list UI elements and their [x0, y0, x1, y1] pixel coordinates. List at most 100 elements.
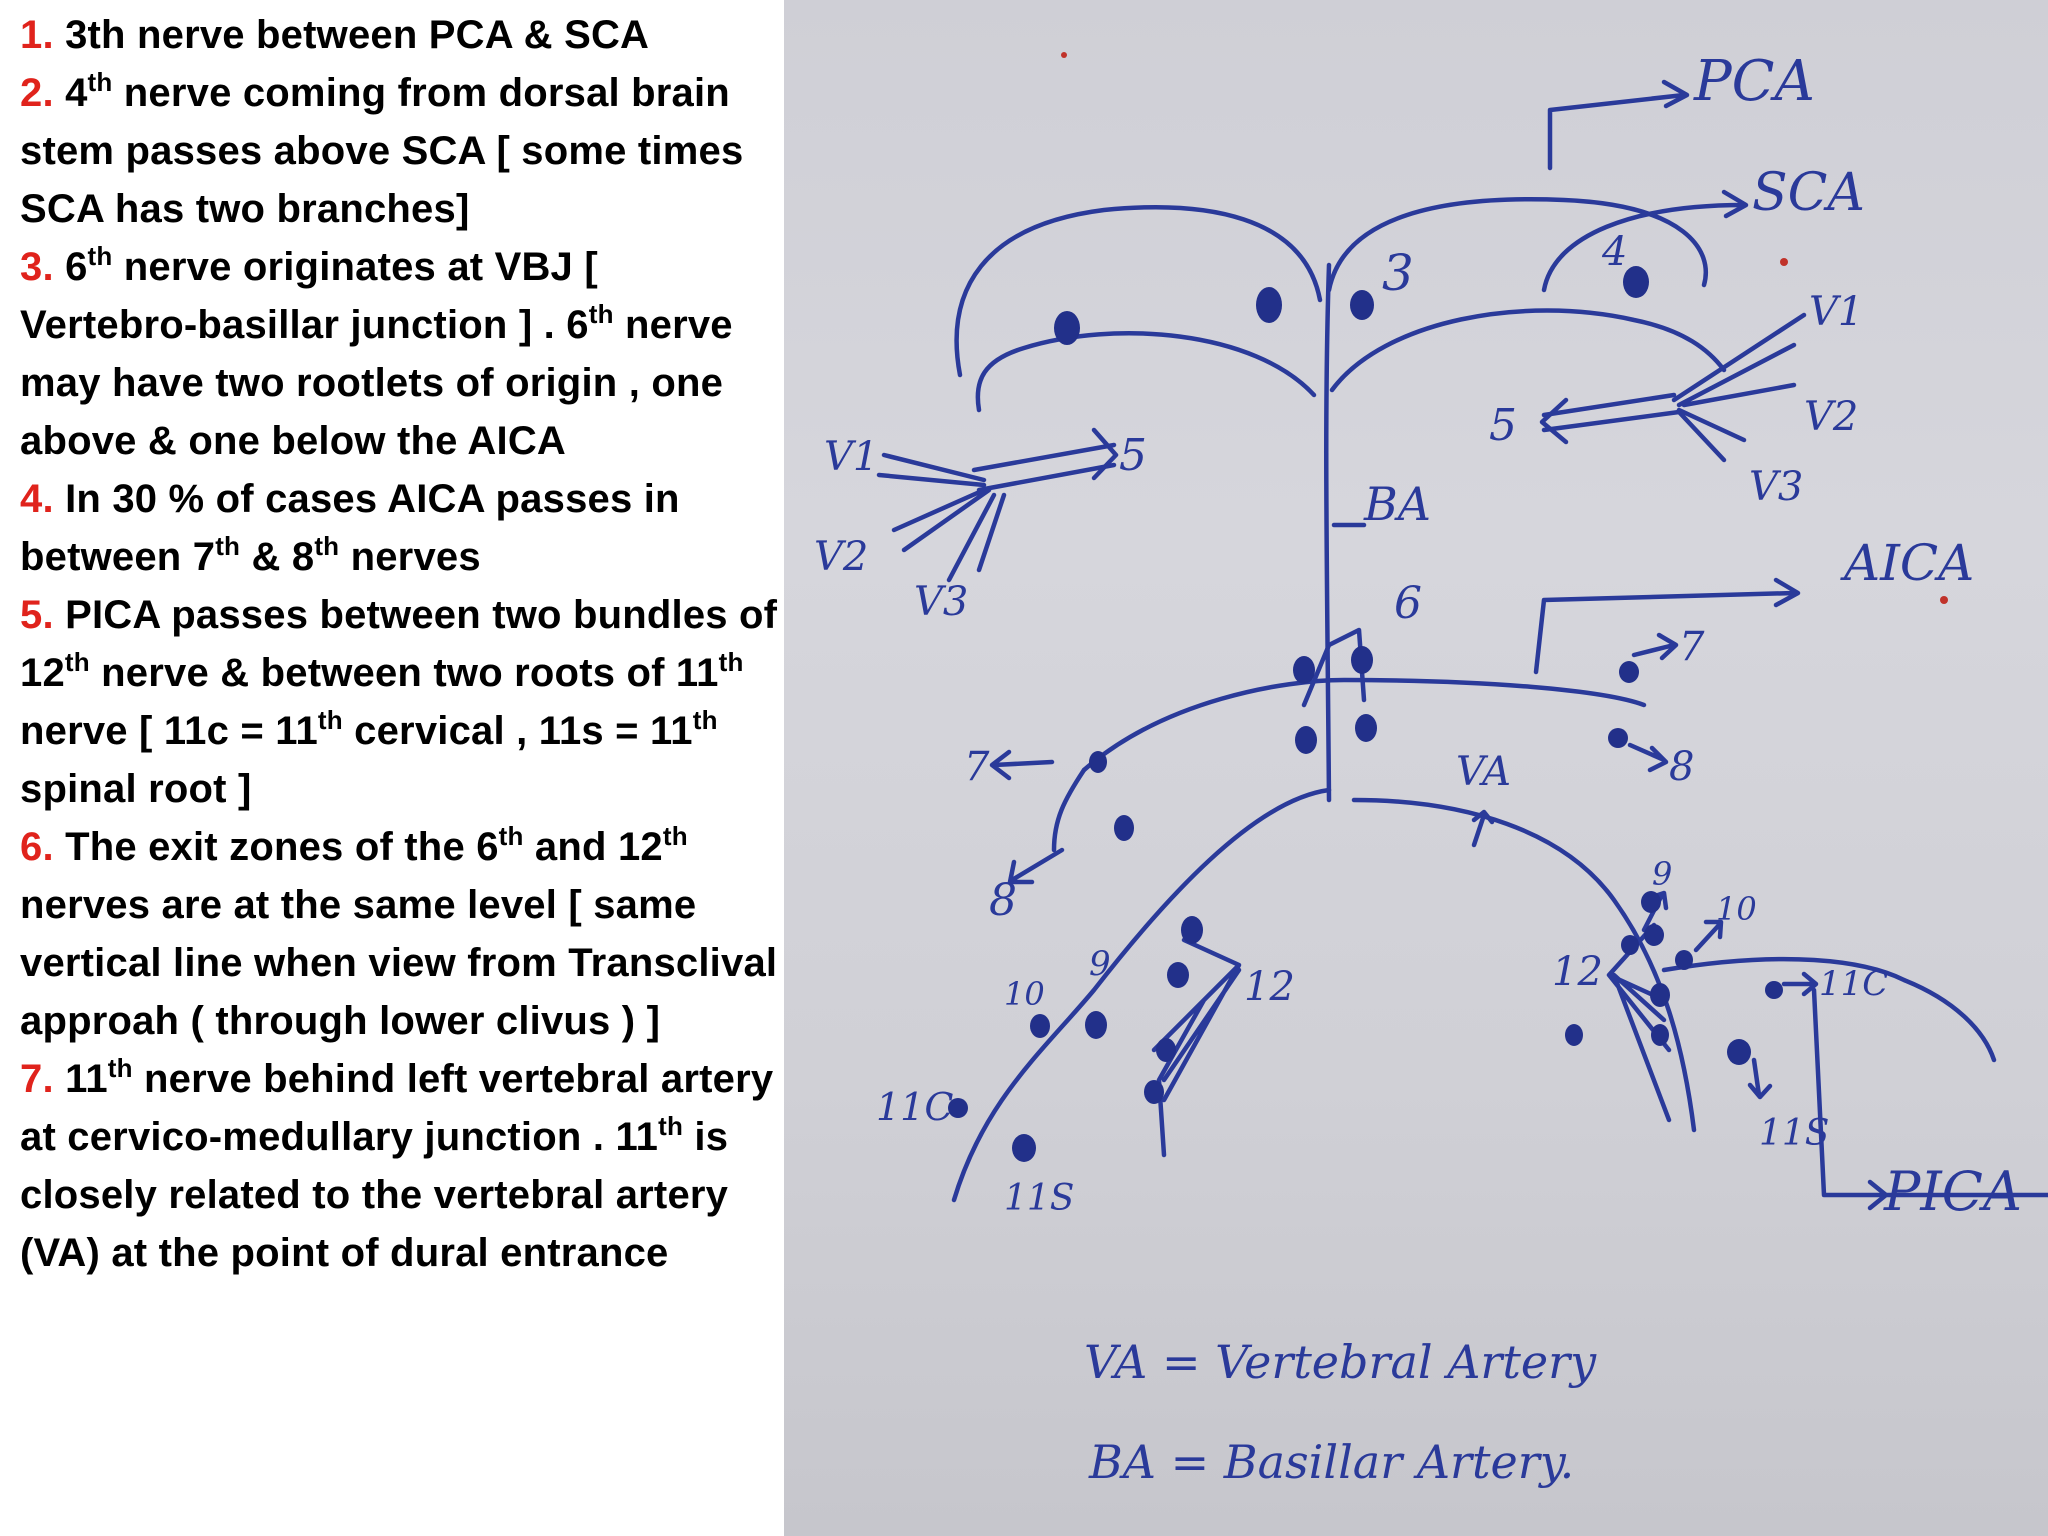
right-trigeminal-arrow [1539, 397, 1569, 445]
note-text: nerve & between two roots of 11 [89, 651, 719, 695]
nerve-dots [948, 52, 1948, 1162]
label-v2-right: V2 [1804, 394, 1858, 440]
note-text: 4 [53, 71, 88, 115]
left-pca-arch [954, 205, 1323, 378]
pica-pointer [1811, 987, 2048, 1198]
label-ba: BA [1363, 477, 1431, 531]
left-8-arrow [1007, 847, 1065, 885]
note-superscript: th [317, 705, 343, 735]
right-11s-arrow [1747, 1057, 1773, 1100]
label-n3: 3 [1382, 244, 1414, 302]
note-text: nerve may have two rootlets of origin , … [20, 303, 733, 463]
left-v-branches [876, 452, 1007, 583]
label-n6: 6 [1394, 578, 1422, 629]
note-superscript: th [87, 67, 113, 97]
note-text: 3th nerve between PCA & SCA [53, 13, 650, 57]
sca-arrowhead [1721, 189, 1749, 219]
note-text: PICA passes between two bundles of 12 [20, 593, 778, 695]
note-superscript: th [107, 1053, 133, 1083]
note-superscript: th [87, 241, 113, 271]
right-pca-arch [1326, 197, 1708, 293]
note-number: 6. [20, 825, 54, 869]
label-n8-left: 8 [989, 875, 1017, 926]
label-pca: PCA [1693, 49, 1815, 114]
label-pica: PICA [1883, 1160, 2022, 1223]
label-n11c-right: 11C [1819, 964, 1888, 1004]
pca-arrowhead [1661, 79, 1690, 109]
label-n10-right: 10 [1716, 890, 1757, 928]
note-text: & 8 [240, 535, 315, 579]
label-n7-left: 7 [964, 744, 990, 790]
left-trigeminal [971, 442, 1117, 493]
right-8-arrow [1627, 742, 1669, 773]
note-text: spinal root ] [20, 767, 252, 811]
legend: VA = Vertebral Artery BA = Basillar Arte… [1084, 1335, 1597, 1489]
note-superscript: th [498, 821, 524, 851]
label-n8-right: 8 [1669, 744, 1694, 790]
pica-arrowhead [1867, 1179, 1889, 1211]
note-text: 6 [53, 245, 88, 289]
label-v3-left: V3 [914, 579, 968, 625]
note-text: In 30 % of cases AICA passes in between … [20, 477, 680, 579]
note-text: The exit zones of the 6 [53, 825, 499, 869]
right-11c-arrow [1781, 971, 1819, 997]
right-vertebral-artery [1351, 797, 1697, 1133]
diagram-canvas: PCA SCA AICA PICA BA VA 3 4 5 5 V1 V2 V3… [814, 49, 2048, 1489]
note-item: 3. 6th nerve originates at VBJ [ Vertebr… [20, 238, 784, 470]
diagram-labels: PCA SCA AICA PICA BA VA 3 4 5 5 V1 V2 V3… [814, 49, 2022, 1223]
label-n12-left: 12 [1244, 964, 1295, 1010]
label-n12-right: 12 [1552, 949, 1603, 995]
label-v2-left: V2 [814, 534, 868, 580]
label-n5-left: 5 [1119, 430, 1147, 481]
note-superscript: th [692, 705, 718, 735]
label-n5-right: 5 [1489, 400, 1517, 451]
note-item: 5. PICA passes between two bundles of 12… [20, 586, 784, 818]
note-text: 11 [53, 1057, 108, 1101]
note-item: 2. 4th nerve coming from dorsal brain st… [20, 64, 784, 238]
label-v1-right: V1 [1809, 289, 1863, 335]
left-12-bundle [1151, 937, 1242, 1158]
note-number: 7. [20, 1057, 54, 1101]
note-text: nerve [ 11c = 11 [20, 709, 318, 753]
note-number: 5. [20, 593, 54, 637]
note-text: nerves are at the same level [ same vert… [20, 883, 778, 1043]
label-sca: SCA [1752, 163, 1865, 223]
label-n11c-left: 11C [876, 1085, 953, 1129]
label-n4: 4 [1601, 229, 1627, 275]
label-n9-left: 9 [1089, 944, 1111, 984]
basilar-artery [1324, 262, 1332, 803]
note-superscript: th [64, 647, 90, 677]
note-text: and 12 [523, 825, 663, 869]
left-aica-down [1051, 767, 1087, 853]
pca-pointer [1547, 92, 1687, 171]
note-superscript: th [662, 821, 688, 851]
right-10-arrow [1693, 919, 1724, 953]
aica-pointer [1533, 590, 1797, 675]
note-number: 3. [20, 245, 54, 289]
note-text: nerve coming from dorsal brain stem pass… [20, 71, 744, 231]
right-v-branches [1671, 312, 1807, 463]
note-superscript: th [215, 531, 241, 561]
note-text: nerve originates at VBJ [ Vertebro-basil… [20, 245, 598, 347]
left-7-arrow [989, 749, 1055, 781]
label-n11s-left: 11S [1004, 1178, 1074, 1219]
label-va: VA [1456, 749, 1511, 795]
right-sca [1329, 308, 1727, 393]
note-item: 4. In 30 % of cases AICA passes in betwe… [20, 470, 784, 586]
aica-arc [1081, 677, 1647, 773]
left-sca [975, 331, 1317, 413]
right-7-arrow [1631, 632, 1679, 661]
note-item: 1. 3th nerve between PCA & SCA [20, 6, 784, 64]
note-number: 4. [20, 477, 54, 521]
right-12-bundle [1606, 922, 1672, 1123]
label-v3-right: V3 [1749, 464, 1803, 510]
label-n10-left: 10 [1004, 975, 1045, 1013]
label-n7-right: 7 [1679, 624, 1705, 670]
note-number: 2. [20, 71, 54, 115]
note-superscript: th [588, 299, 614, 329]
sca-pointer [1541, 202, 1747, 293]
note-superscript: th [658, 1111, 684, 1141]
note-text: is closely related to the vertebral arte… [20, 1115, 729, 1275]
note-text: nerves [339, 535, 481, 579]
